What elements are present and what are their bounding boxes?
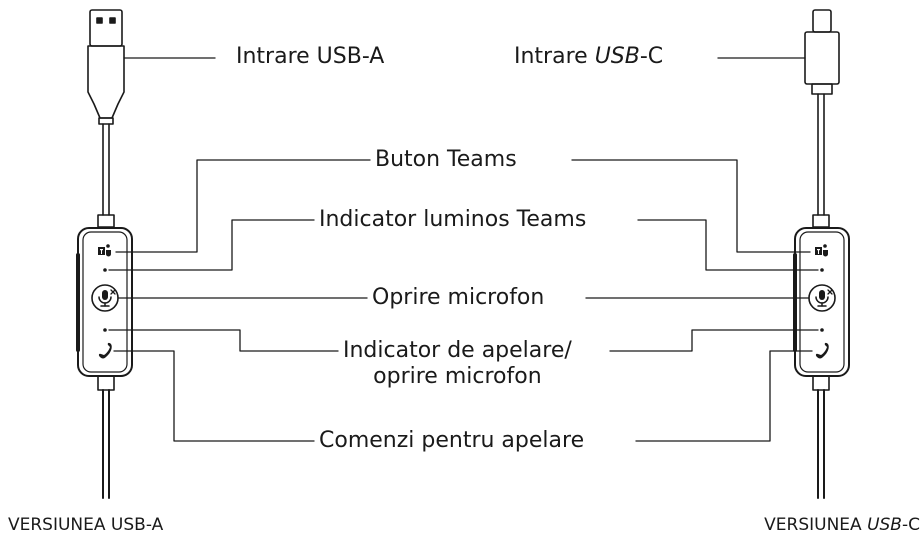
call-indicator-label: Indicator de apelare/ oprire microfon: [341, 338, 574, 390]
teams-light-dot: [103, 268, 107, 272]
usb-c-version-label: VERSIUNEA USB-C: [764, 515, 920, 535]
usb-a-version-label: VERSIUNEA USB-A: [8, 515, 164, 535]
teams-button-label: Buton Teams: [373, 147, 519, 173]
phone-icon: [98, 342, 112, 359]
teams-light-label: Indicator luminos Teams: [317, 207, 589, 233]
mic-mute-label: Oprire microfon: [370, 285, 547, 311]
mic-mute-icon: [91, 284, 119, 312]
phone-icon: [815, 342, 829, 359]
usb-a-input-label: Intrare USB-A: [234, 44, 387, 70]
leader-lines: [108, 57, 819, 442]
call-controls-label: Comenzi pentru apelare: [317, 428, 587, 454]
teams-light-dot: [820, 268, 824, 272]
usb-a-cable: [76, 9, 133, 499]
teams-icon: [815, 244, 828, 257]
call-light-dot: [820, 328, 824, 332]
mic-mute-icon: [808, 284, 836, 312]
teams-icon: [98, 244, 111, 257]
usb-c-input-label: Intrare USB-C: [512, 44, 666, 70]
call-light-dot: [103, 328, 107, 332]
